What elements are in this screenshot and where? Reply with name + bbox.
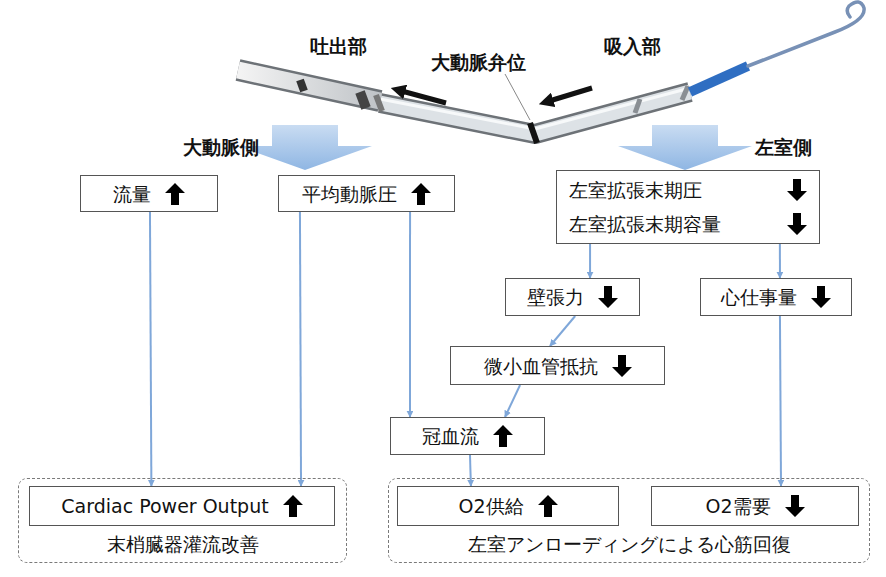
flow-connector bbox=[409, 212, 411, 417]
trend-arrow bbox=[787, 179, 807, 201]
box-row: 壁張力 bbox=[518, 286, 627, 308]
box-row: 心仕事量 bbox=[713, 286, 839, 308]
box-row: Cardiac Power Output bbox=[42, 495, 322, 517]
box-text: 微小血管抵抗 bbox=[484, 355, 598, 377]
flow-arrow bbox=[546, 88, 592, 102]
process-box: 微小血管抵抗 bbox=[450, 346, 665, 385]
trend-arrow bbox=[787, 213, 807, 235]
box-row: 左室拡張末期容量 bbox=[569, 213, 807, 235]
process-box: O2供給 bbox=[397, 486, 619, 526]
box-row: 平均動脈圧 bbox=[291, 183, 442, 205]
trend-arrow bbox=[598, 286, 618, 308]
side-label: 左室側 bbox=[755, 135, 812, 161]
process-box: 流量 bbox=[80, 175, 218, 212]
process-box: 心仕事量 bbox=[700, 278, 852, 316]
trend-arrow bbox=[538, 495, 558, 517]
trend-arrow bbox=[493, 425, 513, 447]
catheter bbox=[238, 2, 864, 143]
flow-connector bbox=[780, 316, 781, 486]
process-box: Cardiac Power Output bbox=[29, 486, 335, 526]
flow-connector bbox=[550, 316, 575, 346]
process-box: 平均動脈圧 bbox=[278, 175, 455, 212]
flow-connector bbox=[150, 212, 151, 486]
part-label: 吐出部 bbox=[310, 34, 367, 60]
trend-arrow bbox=[811, 286, 831, 308]
box-text: O2需要 bbox=[705, 495, 770, 517]
box-text: 冠血流 bbox=[422, 425, 479, 447]
process-box: O2需要 bbox=[651, 486, 859, 526]
box-text: O2供給 bbox=[458, 495, 523, 517]
side-label: 大動脈側 bbox=[183, 135, 259, 161]
trend-arrow bbox=[165, 183, 185, 205]
box-row: 冠血流 bbox=[403, 425, 532, 447]
trend-arrow bbox=[283, 495, 303, 517]
trend-arrow bbox=[785, 495, 805, 517]
box-row: 左室拡張末期圧 bbox=[569, 179, 807, 201]
part-label: 吸入部 bbox=[604, 34, 661, 60]
flow-connector bbox=[779, 244, 781, 278]
process-box: 壁張力 bbox=[505, 278, 640, 316]
process-box: 冠血流 bbox=[390, 417, 545, 455]
box-row: O2需要 bbox=[664, 495, 846, 517]
flow-connector bbox=[505, 385, 520, 417]
group-box: 末梢臓器灌流改善 Cardiac Power Output bbox=[18, 478, 347, 563]
group-box: 左室アンローディングによる心筋回復 O2供給 O2需要 bbox=[388, 478, 870, 563]
flow-connector bbox=[589, 244, 591, 278]
part-label: 大動脈弁位 bbox=[431, 50, 526, 76]
down-arrow bbox=[618, 125, 752, 170]
box-row: 微小血管抵抗 bbox=[463, 355, 652, 377]
trend-arrow bbox=[612, 355, 632, 377]
process-box: 左室拡張末期圧左室拡張末期容量 bbox=[556, 170, 820, 244]
group-label: 左室アンローディングによる心筋回復 bbox=[389, 533, 869, 555]
box-row: 流量 bbox=[93, 183, 205, 205]
flow-connector bbox=[300, 212, 301, 486]
trend-arrow bbox=[411, 183, 431, 205]
leader-line bbox=[505, 74, 530, 120]
flow-arrow bbox=[398, 90, 446, 103]
box-text: 左室拡張末期圧 bbox=[569, 179, 702, 201]
flow-connector bbox=[469, 455, 472, 486]
group-label: 末梢臓器灌流改善 bbox=[19, 533, 346, 555]
box-text: 左室拡張末期容量 bbox=[569, 213, 721, 235]
box-row: O2供給 bbox=[410, 495, 606, 517]
box-text: 平均動脈圧 bbox=[302, 183, 397, 205]
box-text: 壁張力 bbox=[527, 286, 584, 308]
box-text: Cardiac Power Output bbox=[61, 495, 268, 517]
box-text: 流量 bbox=[113, 183, 151, 205]
box-text: 心仕事量 bbox=[721, 286, 797, 308]
